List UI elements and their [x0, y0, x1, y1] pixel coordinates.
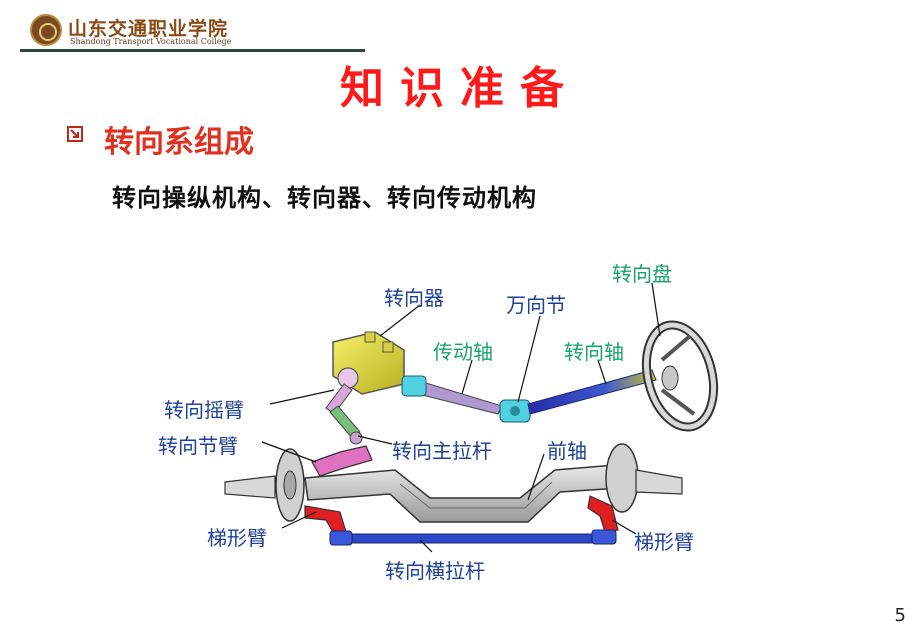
- label-knuckle-arm: 转向节臂: [158, 434, 238, 458]
- front-axle-shape: [304, 464, 621, 523]
- leader-lines: [261, 282, 661, 553]
- section-heading: 转向系组成: [104, 125, 254, 160]
- label-front-axle: 前轴: [547, 439, 587, 463]
- knuckle-arm-shape: [311, 445, 373, 477]
- label-drag-link: 转向主拉杆: [392, 439, 492, 463]
- right-hub-shape: [605, 443, 683, 513]
- upper-universal-joint-shape: [401, 375, 427, 397]
- section-subtitle: 转向操纵机构、转向器、转向传动机构: [112, 184, 537, 212]
- slide-title: 知识准备: [340, 63, 580, 114]
- header-divider: [20, 49, 365, 52]
- logo-english-name: Shandong Transport Vocational College: [70, 37, 232, 46]
- bullet-arrow-icon: [67, 126, 83, 142]
- label-trapezoid-arm-left: 梯形臂: [207, 526, 267, 550]
- college-seal-icon: [30, 14, 62, 46]
- label-tie-rod: 转向横拉杆: [385, 559, 485, 583]
- college-logo: 山东交通职业学院 Shandong Transport Vocational C…: [30, 14, 232, 48]
- label-steering-gear: 转向器: [384, 286, 444, 310]
- drag-link-shape: [329, 405, 361, 439]
- tie-rod-shape: [329, 529, 617, 546]
- label-steering-wheel: 转向盘: [612, 262, 672, 286]
- label-trapezoid-arm-right: 梯形臂: [634, 530, 694, 554]
- left-hub-shape: [224, 448, 305, 522]
- steering-shaft-shape: [527, 369, 657, 415]
- label-transmission-shaft: 传动轴: [433, 340, 493, 364]
- label-universal-joint: 万向节: [506, 293, 566, 317]
- logo-chinese-name: 山东交通职业学院: [68, 18, 229, 40]
- steering-gear-shape: [332, 331, 405, 395]
- left-trapezoid-arm-shape: [304, 505, 347, 535]
- page-number: 5: [894, 605, 906, 626]
- lower-universal-joint-shape: [499, 399, 531, 423]
- label-pitman-arm: 转向摇臂: [164, 398, 244, 422]
- steering-wheel-shape: [641, 320, 719, 432]
- label-steering-shaft: 转向轴: [564, 340, 624, 364]
